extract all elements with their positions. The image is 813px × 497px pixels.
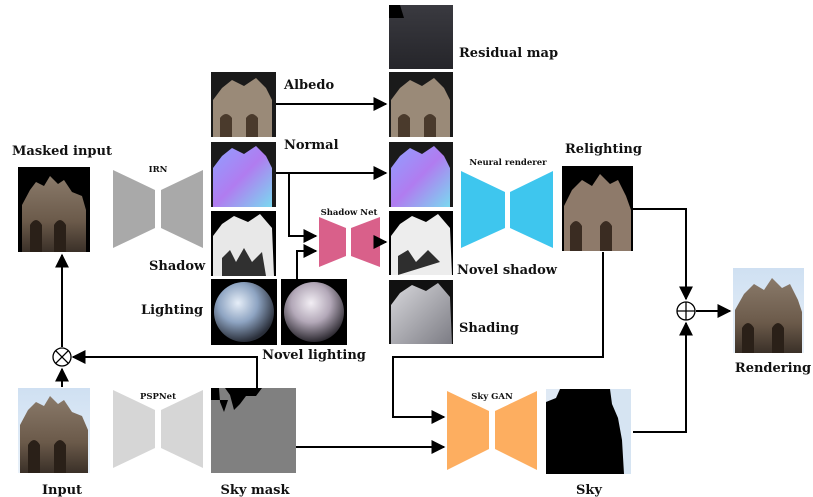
shadow-net-network <box>319 217 380 267</box>
neural-renderer-network <box>461 171 553 248</box>
lighting-image <box>211 279 277 345</box>
novel-lighting-image <box>281 279 347 345</box>
normal-image <box>211 142 276 207</box>
sky-label: Sky <box>576 483 602 497</box>
residual-map-label: Residual map <box>459 46 558 61</box>
albedo-label: Albedo <box>283 78 334 93</box>
normal-copy-image <box>389 142 453 207</box>
arrow-relighting-to-add <box>633 208 693 301</box>
rendering-image <box>733 268 804 353</box>
masked-input-label: Masked input <box>12 144 112 159</box>
sky-mask-image <box>211 388 296 473</box>
shadow-net-label: Shadow Net <box>321 208 378 218</box>
sky-gan-label: Sky GAN <box>471 392 513 402</box>
arrow-skymask-to-multiply <box>71 350 258 388</box>
input-image <box>18 388 90 473</box>
arrow-sky-to-add <box>633 321 693 433</box>
masked-input-image <box>18 167 90 252</box>
relighting-image <box>562 166 633 251</box>
neural-renderer-label: Neural renderer <box>469 158 547 168</box>
pspnet-network <box>113 390 203 468</box>
add-operator <box>676 301 696 321</box>
shadow-label: Shadow <box>149 259 206 274</box>
shading-image <box>389 280 453 344</box>
arrow-normal-to-shadownet <box>288 173 318 243</box>
lighting-label: Lighting <box>141 303 203 318</box>
shading-label: Shading <box>459 321 519 336</box>
sky-mask-label: Sky mask <box>221 483 291 497</box>
relighting-label: Relighting <box>565 142 642 157</box>
novel-lighting-label: Novel lighting <box>262 348 366 363</box>
irn-network <box>113 170 203 248</box>
pspnet-label: PSPNet <box>140 392 176 402</box>
input-label: Input <box>42 483 82 497</box>
arrow-relighting-to-skygan <box>392 252 604 424</box>
rendering-label: Rendering <box>735 361 811 376</box>
albedo-image <box>211 72 276 137</box>
sky-gan-network <box>447 391 537 470</box>
arrow-novellight-to-shadownet <box>296 244 318 279</box>
normal-label: Normal <box>284 138 339 153</box>
novel-shadow-label: Novel shadow <box>457 263 558 278</box>
sky-image <box>546 389 631 474</box>
irn-label: IRN <box>149 165 168 175</box>
novel-shadow-image <box>389 211 453 275</box>
multiply-operator <box>52 347 72 367</box>
albedo-copy-image <box>389 72 453 137</box>
residual-map-image <box>389 5 453 69</box>
shadow-image <box>211 211 276 276</box>
